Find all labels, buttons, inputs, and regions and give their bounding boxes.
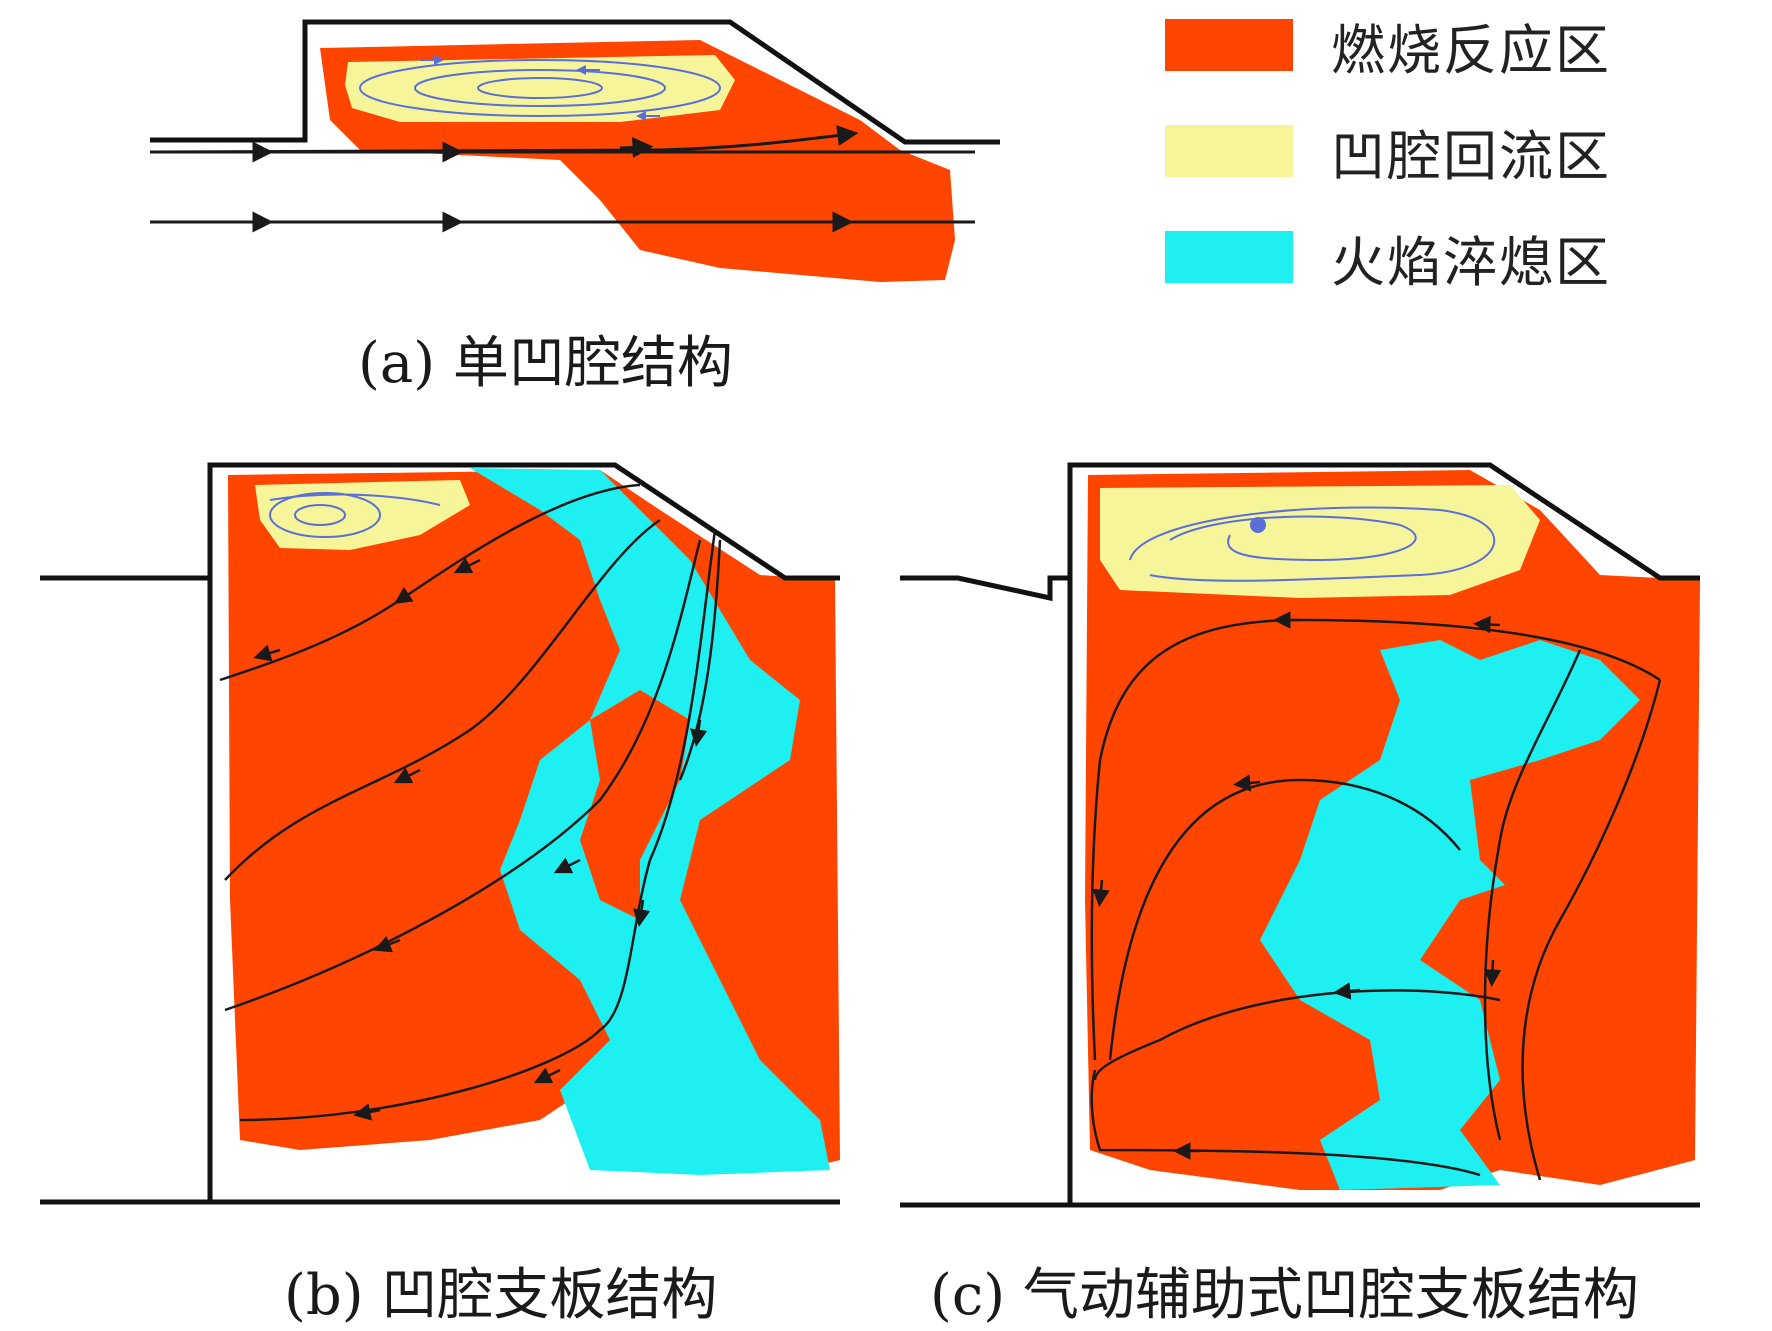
panel-c-pneumatic-cavity-strut <box>900 462 1700 1208</box>
legend-swatch-recirculation <box>1165 125 1293 177</box>
panel-a-vortex-lines <box>359 55 721 121</box>
panel-c-cavity-wall <box>900 462 1700 1208</box>
legend-swatch-quench <box>1165 231 1293 283</box>
caption-b: (b) 凹腔支板结构 <box>284 1263 718 1328</box>
legend-label-recirculation: 凹腔回流区 <box>1331 124 1611 188</box>
legend-swatch-reaction <box>1165 19 1293 71</box>
legend-item-quench: 火焰淬熄区 <box>1165 218 1611 296</box>
legend-label-reaction: 燃烧反应区 <box>1331 18 1611 82</box>
caption-a: (a) 单凹腔结构 <box>358 331 733 396</box>
legend-item-reaction: 燃烧反应区 <box>1165 6 1611 84</box>
panel-b-reaction-pocket <box>580 690 690 920</box>
panel-a-stream-arrows <box>240 137 854 233</box>
panel-c-vortex-lines <box>1129 506 1496 582</box>
panel-c-stream-arrows <box>1092 611 1502 1160</box>
legend-label-quench: 火焰淬熄区 <box>1331 230 1611 294</box>
panel-b-cavity-wall <box>40 462 840 1205</box>
legend-item-recirculation: 凹腔回流区 <box>1165 112 1611 190</box>
panel-b-streamlines <box>219 483 722 1122</box>
panel-a-recirculation-zone <box>345 55 735 122</box>
panel-c-streamlines <box>1090 618 1662 1181</box>
panel-b-stream-arrows <box>253 557 708 1121</box>
caption-c: (c) 气动辅助式凹腔支板结构 <box>930 1263 1639 1328</box>
panel-a-cavity-wall <box>150 19 1000 145</box>
panel-b-vortex-lines <box>269 492 441 538</box>
panel-a-single-cavity <box>150 19 1000 282</box>
panel-b-recirculation-zone <box>255 480 470 550</box>
panel-c-recirculation-zone <box>1100 485 1540 598</box>
panel-b-cavity-strut <box>40 462 840 1205</box>
panel-c-reaction-pocket <box>1470 760 1600 900</box>
